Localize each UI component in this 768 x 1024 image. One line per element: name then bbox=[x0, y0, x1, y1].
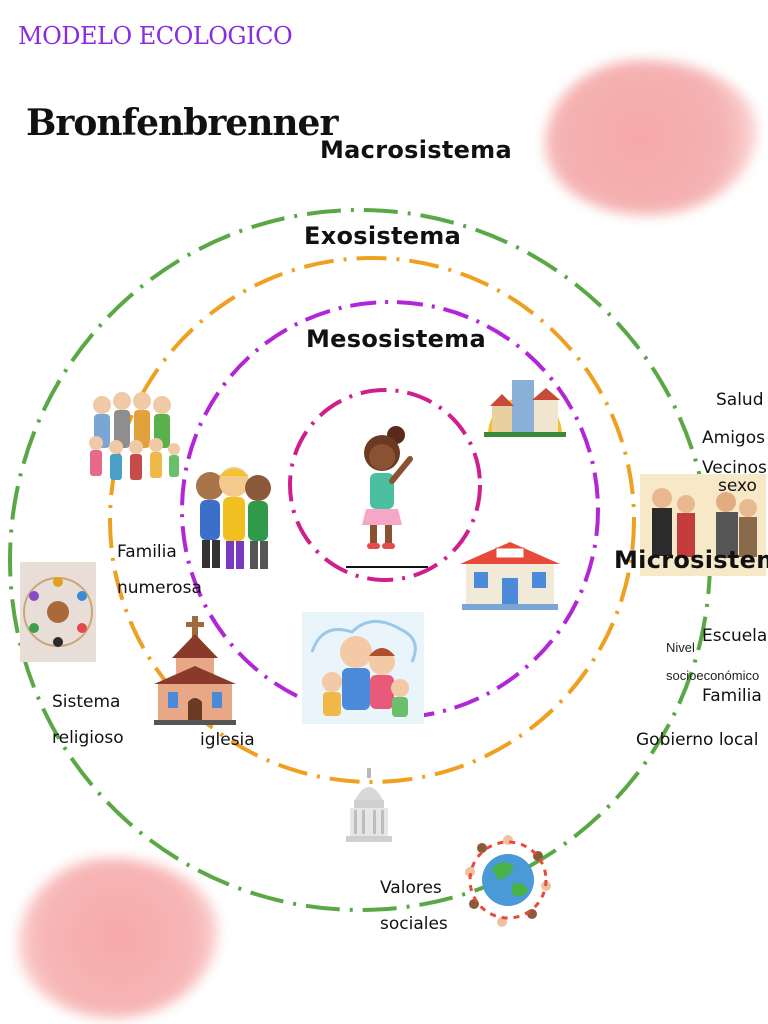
sex-label: sexo bbox=[718, 476, 757, 496]
office-people-icon bbox=[640, 474, 766, 576]
social-values-label-line2: sociales bbox=[380, 914, 448, 934]
family-label: Familia bbox=[702, 686, 762, 706]
religious-system-label-line2: religioso bbox=[52, 728, 124, 748]
local-government-label: Gobierno local bbox=[636, 730, 759, 750]
pink-watercolor-top bbox=[545, 60, 757, 215]
family-icon bbox=[302, 612, 424, 724]
kids-group-icon bbox=[186, 462, 280, 578]
child-icon bbox=[352, 425, 422, 557]
school-building-icon bbox=[460, 540, 560, 612]
socioeconomic-level-label-line1: Nivel bbox=[666, 640, 695, 655]
exosystem-label: Exosistema bbox=[304, 222, 462, 250]
extended-family-icon bbox=[80, 385, 184, 489]
large-family-label-line2: numerosa bbox=[117, 578, 202, 598]
school-label: Escuela bbox=[702, 626, 768, 646]
health-label: Salud bbox=[716, 390, 764, 410]
friends-label: Amigos bbox=[702, 428, 765, 448]
socioeconomic-level-label-line2: socioeconómico bbox=[666, 668, 760, 683]
social-values-label-line1: Valores bbox=[380, 878, 442, 898]
mesosystem-ring bbox=[180, 300, 600, 720]
macrosystem-label: Macrosistema bbox=[320, 136, 512, 164]
mesosystem-label: Mesosistema bbox=[306, 325, 486, 353]
child-baseline bbox=[346, 566, 428, 568]
exosystem-ring bbox=[108, 256, 636, 784]
microsystem-ring bbox=[288, 388, 482, 582]
author-title: Bronfenbrenner bbox=[26, 102, 338, 144]
town-icon bbox=[484, 370, 566, 438]
capitol-icon bbox=[346, 768, 392, 844]
religion-symbols-icon bbox=[20, 562, 96, 662]
neighbors-label: Vecinos bbox=[702, 458, 767, 478]
model-title: MODELO ECOLOGICO bbox=[18, 22, 293, 50]
pink-watercolor-bottom bbox=[18, 858, 218, 1018]
church-label: iglesia bbox=[200, 730, 255, 750]
religious-system-label-line1: Sistema bbox=[52, 692, 121, 712]
globe-kids-icon bbox=[462, 828, 554, 928]
church-icon bbox=[154, 616, 236, 726]
large-family-label-line1: Familia bbox=[117, 542, 177, 562]
microsystem-label: Microsistema bbox=[614, 546, 768, 574]
